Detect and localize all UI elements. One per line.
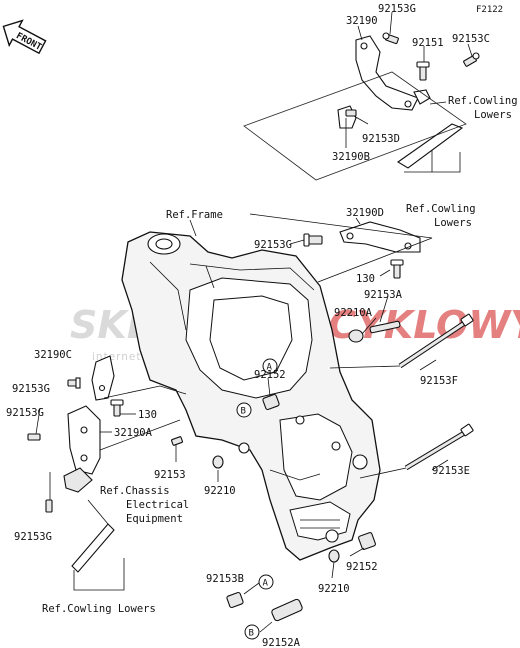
label-92153E: 92153E bbox=[432, 465, 470, 477]
label-92153G-left: 92153G bbox=[12, 383, 50, 395]
collar-92210-low bbox=[328, 549, 340, 563]
collar-92152A bbox=[271, 598, 303, 622]
label-ref-chassis-2: Electrical bbox=[126, 499, 189, 511]
svg-text:A: A bbox=[263, 579, 269, 589]
label-92152-mid: 92152 bbox=[254, 369, 286, 381]
label-92152-low: 92152 bbox=[346, 561, 378, 573]
callout-b-upper: B bbox=[236, 402, 252, 418]
bolt-92153A bbox=[369, 320, 401, 334]
bolt-92153G-mid bbox=[303, 233, 323, 247]
label-ref-chassis-1: Ref.Chassis bbox=[100, 485, 170, 497]
collar-92153B bbox=[226, 591, 244, 609]
svg-text:A: A bbox=[267, 363, 273, 373]
label-92153G-bottom: 92153G bbox=[14, 531, 52, 543]
label-92210A: 92210A bbox=[334, 307, 373, 319]
label-92153F: 92153F bbox=[420, 375, 458, 387]
bolt-92151 bbox=[416, 61, 430, 81]
label-ref-cowling-upper: Ref.Cowling bbox=[448, 95, 518, 107]
label-ref-chassis-3: Equipment bbox=[126, 513, 183, 525]
label-130-top: 130 bbox=[356, 273, 375, 285]
collar-92210-mid bbox=[212, 455, 224, 469]
label-130-left: 130 bbox=[138, 409, 157, 421]
part-labels: 32190 92153G 92151 92153C Ref.Cowling Lo… bbox=[6, 3, 518, 648]
label-32190D: 32190D bbox=[346, 207, 384, 219]
bolt-92153C bbox=[463, 52, 480, 67]
label-32190: 32190 bbox=[346, 15, 378, 27]
svg-text:B: B bbox=[241, 407, 246, 417]
callout-a-upper: A bbox=[262, 358, 278, 374]
bolt-130-left bbox=[110, 399, 124, 417]
label-32190C: 32190C bbox=[34, 349, 72, 361]
collar-92152-low bbox=[358, 532, 376, 550]
bolt-130-top bbox=[390, 259, 404, 279]
bracket-32190D bbox=[339, 221, 421, 253]
main-frame bbox=[121, 231, 381, 561]
callout-a-lower: A bbox=[258, 574, 274, 590]
label-ref-cowling-mid-2: Lowers bbox=[434, 217, 472, 229]
bracket-32190A bbox=[67, 405, 101, 475]
chassis-electrical-block bbox=[63, 467, 93, 493]
svg-text:B: B bbox=[249, 629, 254, 639]
label-92153G-mid: 92153G bbox=[254, 239, 292, 251]
bracket-32190C bbox=[91, 355, 115, 401]
bolt-92153G-left bbox=[67, 377, 81, 389]
bolt-92153E bbox=[404, 423, 474, 471]
label-ref-cowling-upper-2: Lowers bbox=[474, 109, 512, 121]
bracket-32190B bbox=[337, 105, 357, 129]
label-92153A: 92153A bbox=[364, 289, 403, 301]
diagram-code: F2122 bbox=[476, 5, 503, 15]
label-ref-cowling-mid: Ref.Cowling bbox=[406, 203, 476, 215]
bolt-92153G-far bbox=[27, 433, 41, 441]
label-92151: 92151 bbox=[412, 37, 444, 49]
label-92210-low: 92210 bbox=[318, 583, 350, 595]
callout-b-lower: B bbox=[244, 624, 260, 640]
bolt-92153D bbox=[345, 109, 357, 117]
bolt-92153G-top bbox=[382, 32, 399, 45]
bolt-92153 bbox=[171, 436, 183, 446]
label-92210-mid: 92210 bbox=[204, 485, 236, 497]
collar-92152-mid bbox=[262, 393, 280, 411]
bolt-92153G-bottom bbox=[45, 499, 53, 513]
label-92153C: 92153C bbox=[452, 33, 490, 45]
label-92153G-top: 92153G bbox=[378, 3, 416, 15]
label-92153D: 92153D bbox=[362, 133, 400, 145]
cowling-strip-lower bbox=[71, 523, 125, 591]
collar-92210A bbox=[348, 329, 364, 343]
cowling-clip-upper bbox=[413, 89, 431, 105]
bracket-32190 bbox=[355, 35, 419, 111]
label-ref-frame: Ref.Frame bbox=[166, 209, 223, 221]
front-arrow-icon: FRONT bbox=[2, 19, 47, 55]
cowling-strip-upper bbox=[396, 123, 464, 169]
label-92153: 92153 bbox=[154, 469, 186, 481]
label-ref-cowling-bottom: Ref.Cowling Lowers bbox=[42, 603, 156, 615]
label-32190B: 32190B bbox=[332, 151, 370, 163]
label-92152A: 92152A bbox=[262, 637, 301, 648]
label-92153G-far: 92153G bbox=[6, 407, 44, 419]
label-92153B: 92153B bbox=[206, 573, 244, 585]
bolt-92153F bbox=[398, 313, 474, 369]
label-32190A: 32190A bbox=[114, 427, 153, 439]
